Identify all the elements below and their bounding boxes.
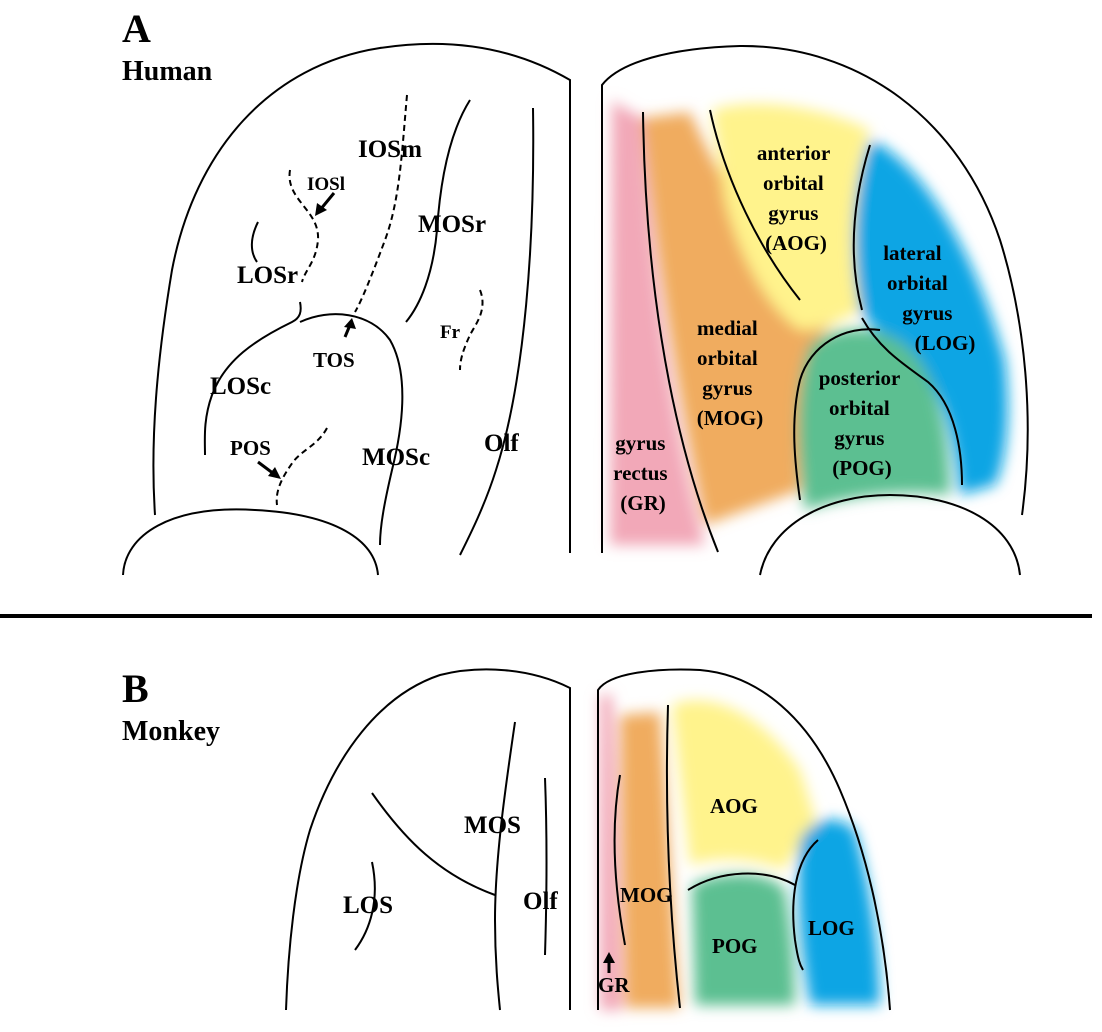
region-medial-orbital-monkey — [620, 712, 680, 1008]
arrowhead-gr — [603, 952, 615, 963]
los-sulcus — [354, 861, 376, 951]
label-olf-monkey: Olf — [523, 888, 558, 915]
region-posterior-orbital-monkey — [692, 874, 795, 1005]
human-left-hemisphere — [122, 42, 571, 576]
label-mosc: MOSc — [362, 444, 430, 471]
monkey-mog-aog-boundary — [665, 704, 681, 1009]
label-log-monkey: LOG — [808, 916, 855, 940]
monkey-gyrus-labels: AOG MOG POG LOG GR — [598, 794, 855, 997]
panel-monkey: B Monkey MOS LOS Olf — [122, 666, 891, 1011]
label-gr-human: gyrus rectus (GR) — [613, 431, 673, 515]
mos-sulcus-vertical — [493, 721, 516, 1011]
monkey-gyri-regions — [600, 695, 880, 1010]
label-pos: POS — [230, 436, 271, 460]
panel-a-letter: A — [122, 6, 151, 51]
monkey-left-outline — [285, 668, 571, 1011]
label-pog-monkey: POG — [712, 934, 758, 958]
panel-b-title: Monkey — [122, 716, 220, 747]
pos-sulcus — [275, 427, 328, 506]
human-right-hemisphere — [601, 44, 1029, 576]
arrowhead-pos — [268, 467, 281, 479]
region-lateral-orbital — [854, 140, 1008, 495]
arrowhead-iosl — [315, 203, 327, 216]
mos-sulcus-branch — [371, 792, 496, 896]
human-sulcus-labels: IOSm IOSl MOSr LOSr Fr TOS LOSc POS MOSc… — [210, 136, 519, 471]
label-pog-human: posterior orbital gyrus (POG) — [819, 366, 906, 480]
monkey-sulcus-labels: MOS LOS Olf — [343, 812, 558, 919]
label-losc: LOSc — [210, 373, 271, 400]
label-iosm: IOSm — [358, 136, 422, 163]
region-anterior-orbital — [712, 103, 870, 330]
iosm-sulcus — [354, 94, 408, 313]
mosr-sulcus — [405, 99, 471, 323]
region-gyrus-rectus — [610, 100, 705, 545]
region-gyrus-rectus-monkey — [600, 695, 622, 1010]
region-posterior-orbital — [798, 328, 950, 510]
arrowhead-tos — [344, 318, 356, 329]
human-gyri-regions — [610, 100, 1008, 545]
monkey-right-outline — [597, 668, 891, 1011]
region-anterior-orbital-monkey — [672, 700, 820, 870]
label-mosr: MOSr — [418, 211, 486, 238]
label-mos: MOS — [464, 812, 521, 839]
monkey-arrows — [603, 952, 615, 973]
mog-pog-boundary — [793, 328, 881, 501]
monkey-aog-pog-boundary — [687, 872, 796, 891]
monkey-right-hemisphere — [597, 668, 891, 1011]
label-mog-monkey: MOG — [620, 883, 673, 907]
human-arrows — [257, 192, 356, 479]
human-right-outline — [601, 44, 1029, 553]
label-los: LOS — [343, 892, 393, 919]
region-lateral-orbital-monkey — [798, 819, 880, 1005]
label-mog-human: medial orbital gyrus (MOG) — [697, 316, 763, 430]
label-losr: LOSr — [237, 262, 298, 289]
tos-losc-sulcus — [203, 301, 404, 546]
human-right-temporal-pole — [759, 493, 1021, 576]
panel-human: A Human IOSm IOSl MOSr LOSr Fr TOS LOSc … — [122, 6, 1029, 576]
olf-sulcus — [459, 107, 535, 556]
losr-sulcus — [250, 221, 259, 263]
mog-aog-boundary — [709, 109, 801, 301]
panel-b-letter: B — [122, 666, 149, 711]
panel-a-title: Human — [122, 56, 213, 87]
label-olf-human: Olf — [484, 430, 519, 457]
human-gyrus-labels: anterior orbital gyrus (AOG) lateral orb… — [613, 141, 975, 515]
human-left-temporal-pole — [122, 508, 379, 576]
iosl-sulcus — [288, 169, 320, 283]
log-pog-boundary — [861, 317, 963, 486]
region-medial-orbital — [642, 112, 840, 525]
label-aog-human: anterior orbital gyrus (AOG) — [757, 141, 835, 255]
label-log-human: lateral orbital gyrus (LOG) — [883, 241, 975, 355]
label-tos: TOS — [313, 348, 355, 372]
label-gr-monkey: GR — [598, 973, 630, 997]
aog-log-boundary — [852, 144, 871, 311]
monkey-pog-log-boundary — [792, 839, 819, 971]
gr-mog-boundary — [642, 111, 719, 553]
monkey-gr-mog-boundary — [613, 774, 626, 946]
label-aog-monkey: AOG — [710, 794, 758, 818]
monkey-left-hemisphere — [285, 668, 571, 1011]
label-iosl: IOSl — [307, 174, 345, 195]
fr-sulcus — [459, 289, 484, 371]
human-left-outline — [152, 42, 571, 553]
olf-sulcus-monkey — [544, 777, 548, 956]
label-fr: Fr — [440, 322, 461, 343]
